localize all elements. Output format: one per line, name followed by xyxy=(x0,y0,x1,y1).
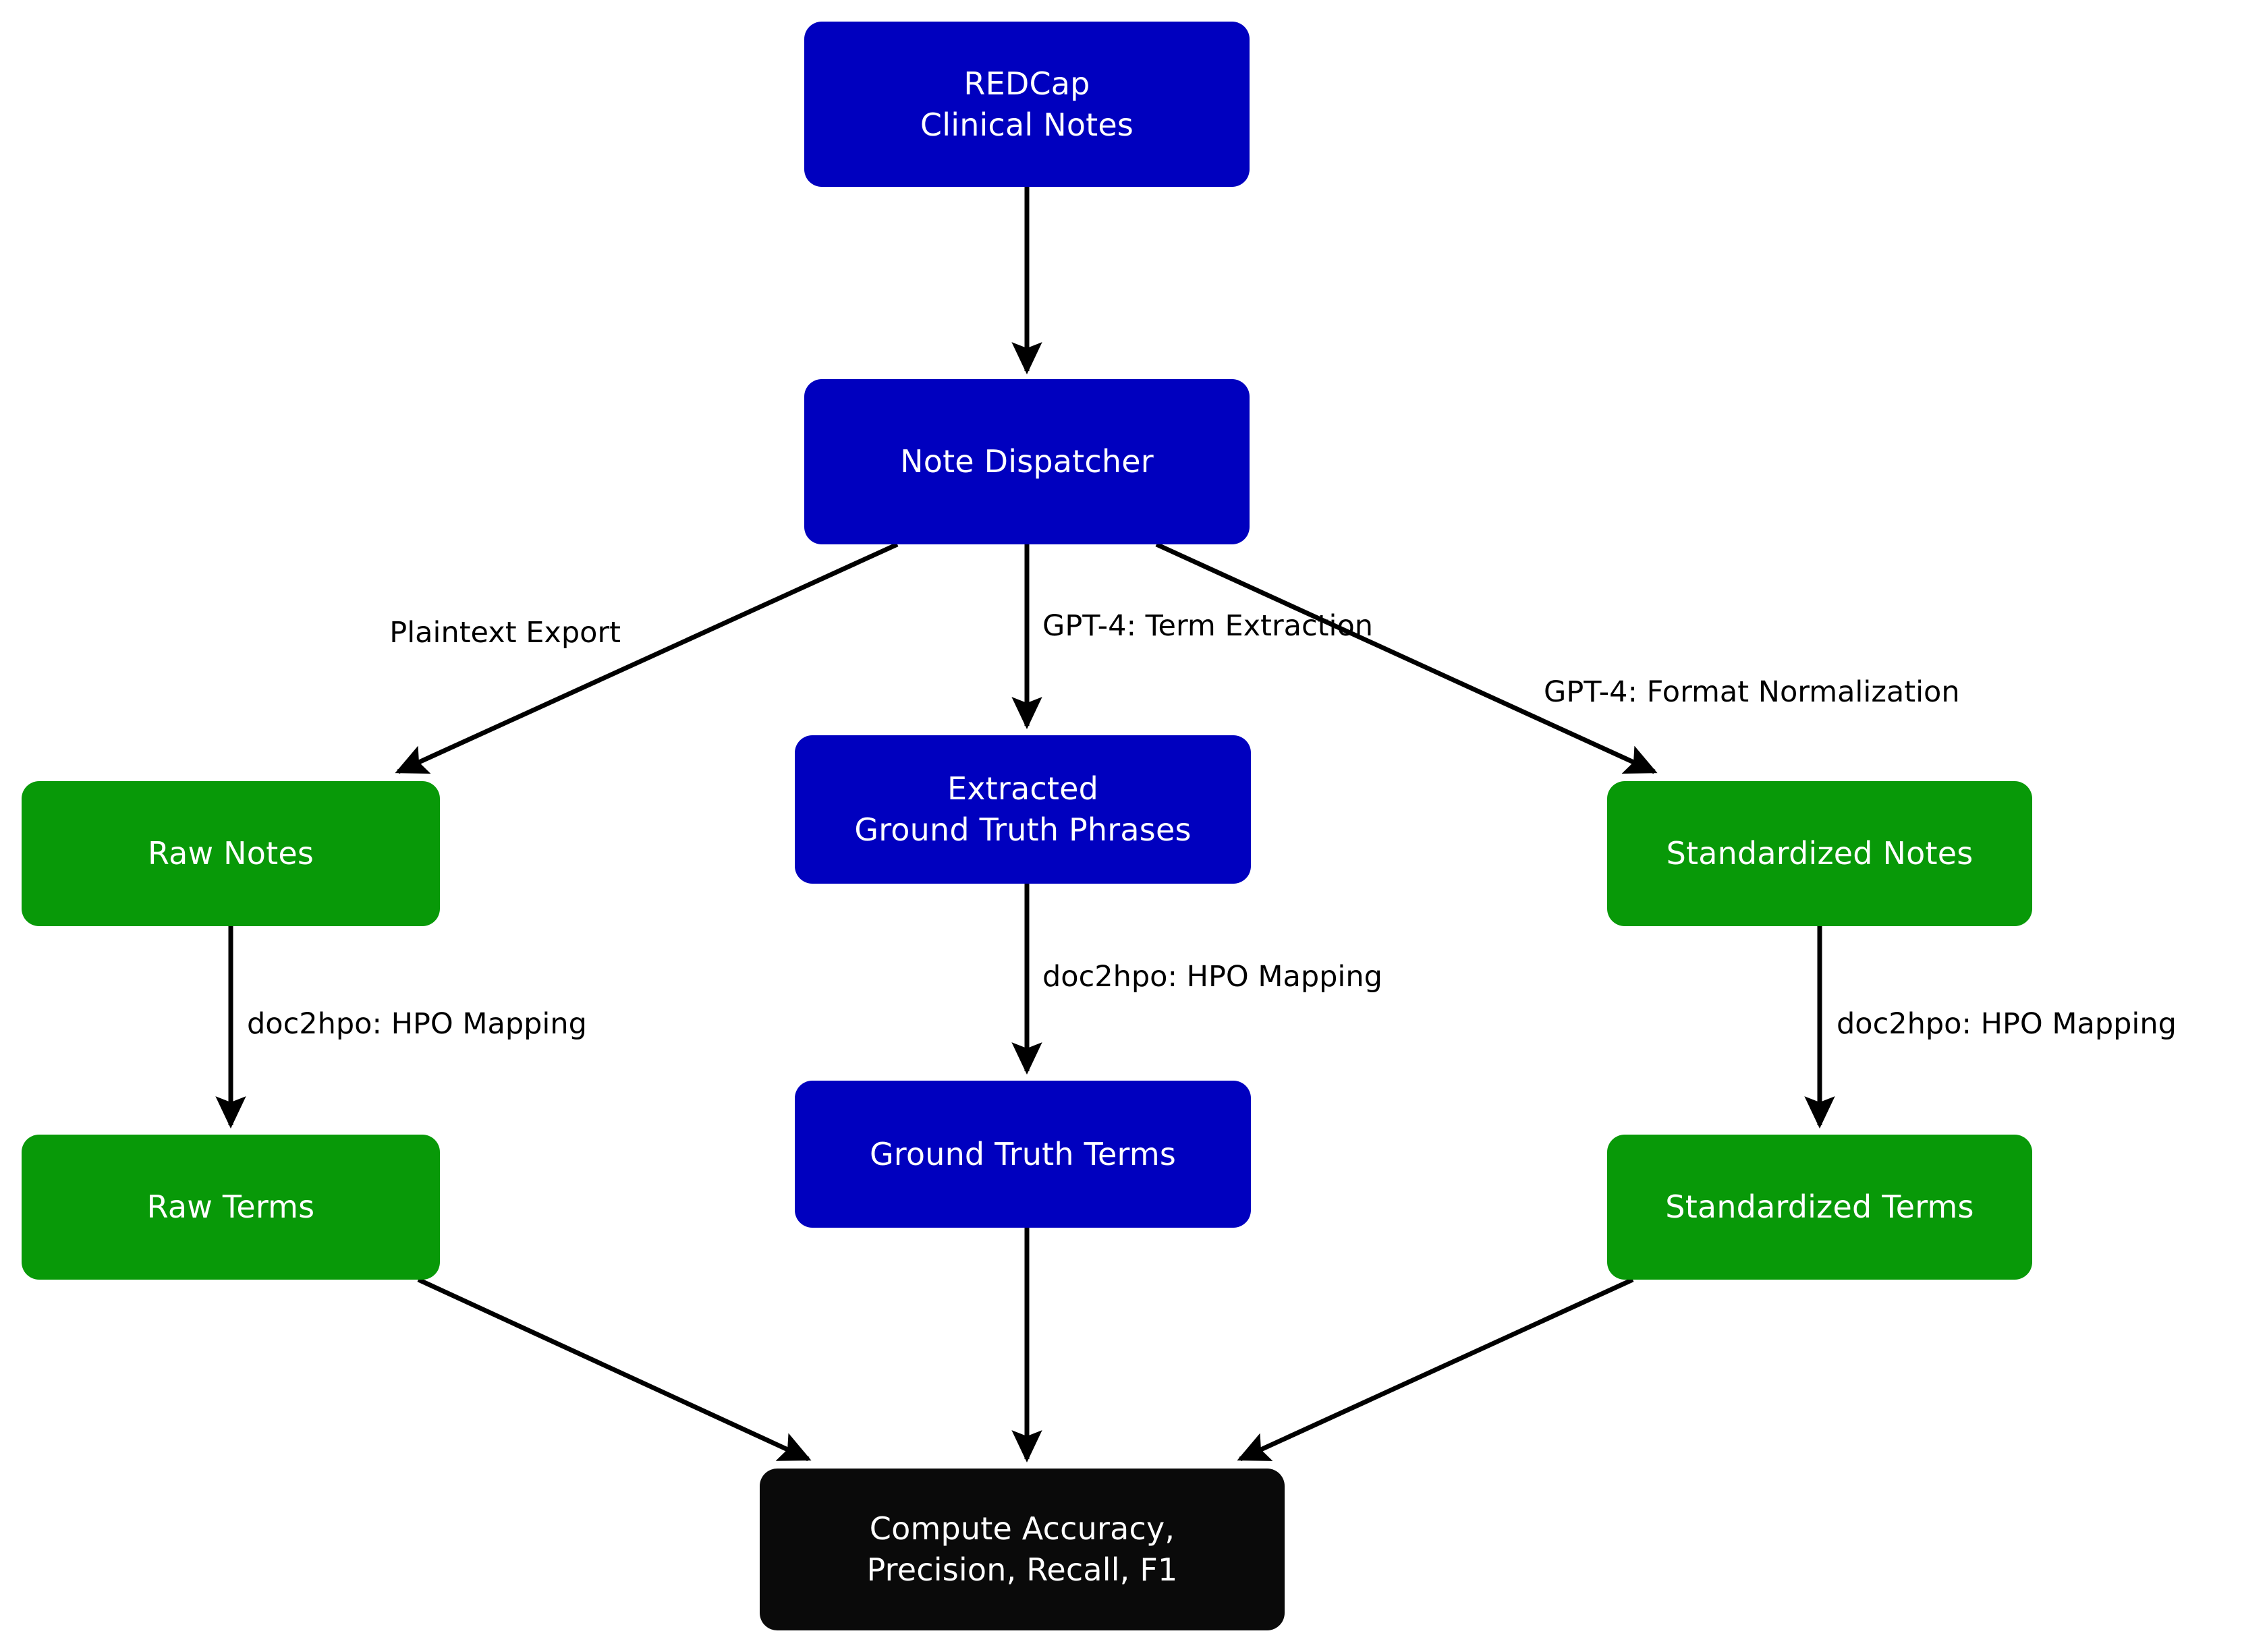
node-redcap-clinical-notes[interactable]: REDCap Clinical Notes xyxy=(804,22,1250,187)
edge-raw-terms-to-compute xyxy=(417,1277,812,1462)
edge-label-gpt4-term-extraction: GPT-4: Term Extraction xyxy=(1042,609,1374,643)
edge-label-doc2hpo-raw: doc2hpo: HPO Mapping xyxy=(247,1007,587,1041)
node-extracted-ground-truth-phrases[interactable]: Extracted Ground Truth Phrases xyxy=(795,735,1251,884)
node-ground-truth-terms[interactable]: Ground Truth Terms xyxy=(795,1081,1251,1228)
edge-label-gpt4-format-normalization: GPT-4: Format Normalization xyxy=(1544,675,1960,709)
edge-label-doc2hpo-center: doc2hpo: HPO Mapping xyxy=(1042,960,1382,994)
node-raw-terms[interactable]: Raw Terms xyxy=(22,1135,440,1280)
node-note-dispatcher[interactable]: Note Dispatcher xyxy=(804,379,1250,544)
node-raw-notes[interactable]: Raw Notes xyxy=(22,781,440,926)
edges-group xyxy=(215,187,1835,1463)
node-label-extracted-ground-truth-phrases: Extracted Ground Truth Phrases xyxy=(854,770,1192,848)
node-label-redcap-clinical-notes: REDCap Clinical Notes xyxy=(920,65,1134,143)
node-standardized-notes[interactable]: Standardized Notes xyxy=(1607,781,2032,926)
node-label-raw-notes: Raw Notes xyxy=(147,835,314,872)
node-label-raw-terms: Raw Terms xyxy=(146,1189,315,1226)
node-standardized-terms[interactable]: Standardized Terms xyxy=(1607,1135,2032,1280)
edge-standardized-terms-to-compute xyxy=(1237,1277,1634,1462)
edge-dispatcher-to-raw-notes xyxy=(395,542,899,774)
edge-dispatcher-to-standardized-notes xyxy=(1155,542,1658,774)
node-label-standardized-notes: Standardized Notes xyxy=(1666,835,1974,872)
edge-label-doc2hpo-standardized: doc2hpo: HPO Mapping xyxy=(1837,1007,2177,1041)
edge-label-plaintext-export: Plaintext Export xyxy=(389,616,621,650)
node-label-compute-metrics: Compute Accuracy, Precision, Recall, F1 xyxy=(866,1510,1178,1588)
node-label-note-dispatcher: Note Dispatcher xyxy=(900,443,1154,480)
node-compute-metrics[interactable]: Compute Accuracy, Precision, Recall, F1 xyxy=(760,1469,1285,1630)
node-label-ground-truth-terms: Ground Truth Terms xyxy=(869,1135,1177,1172)
node-label-standardized-terms: Standardized Terms xyxy=(1665,1189,1974,1226)
